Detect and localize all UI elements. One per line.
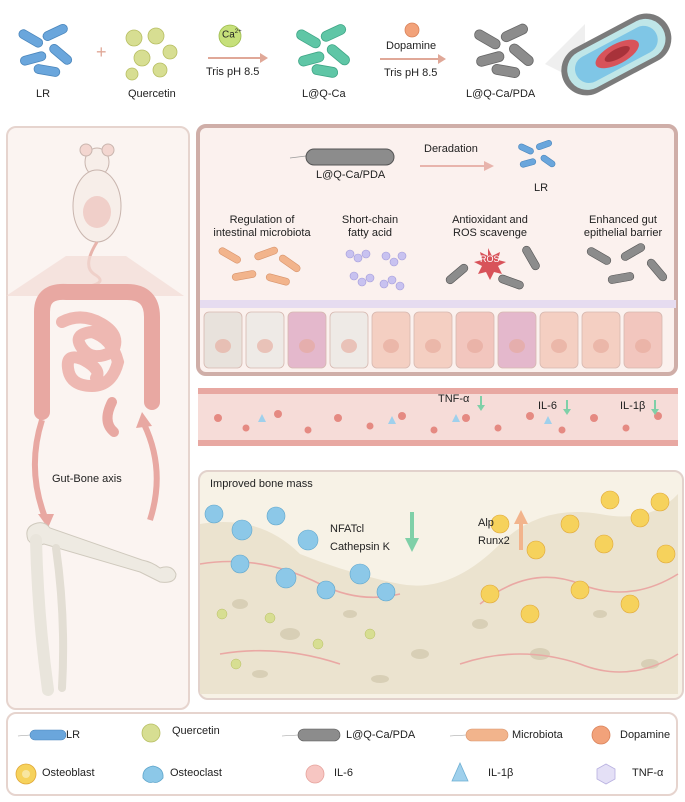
ros-badge: ROS (480, 254, 500, 264)
microbiota-icon (449, 728, 509, 742)
gut-bone-axis-label: Gut-Bone axis (52, 473, 122, 485)
legend-label-microbiota: Microbiota (512, 729, 563, 741)
step2-condition: Tris pH 8.5 (384, 67, 438, 79)
dopamine-label: Dopamine (386, 40, 437, 52)
femur-bone-icon (26, 522, 177, 696)
down-marker-arrow-icon (405, 512, 419, 552)
ros-scavenge-icon (445, 245, 540, 290)
microbiota-group-icon (218, 246, 301, 286)
il6-icon (305, 764, 325, 784)
legend-panel (6, 712, 678, 796)
step1-condition: Tris pH 8.5 (206, 66, 260, 78)
il1b-icon (451, 762, 469, 782)
dopamine-icon (591, 725, 611, 745)
degradation-label: Deradation (424, 143, 478, 155)
scfa-beads-icon (345, 249, 407, 291)
quercetin-label: Quercetin (128, 88, 176, 100)
step2-arrow-icon (380, 54, 446, 64)
osteoclast-icon (142, 765, 164, 783)
intestine-icon (34, 283, 160, 437)
legend-label-tnfa: TNF-α (632, 767, 664, 779)
lr-cluster-icon (18, 23, 73, 77)
degradation-product-label: LR (534, 182, 549, 194)
cytokine-down-arrows (477, 396, 659, 415)
ca-ion-label: Ca2+ (222, 29, 242, 41)
ros-burst-icon (474, 248, 506, 280)
legend-label-osteoclast: Osteoclast (170, 767, 222, 779)
legend-label-dopamine: Dopamine (620, 729, 671, 741)
trabecular-bone (199, 490, 679, 694)
bone-panel-title: Improved bone mass (210, 478, 313, 490)
cytokine-il6: IL-6 (538, 400, 557, 412)
cytokine-tnfa: TNF-α (438, 393, 470, 405)
degradation-source-label: L@Q-Ca/PDA (316, 169, 386, 181)
step1-arrow-icon (208, 53, 268, 63)
dopamine-drop-icon (404, 22, 420, 38)
osteoblast-icon (15, 763, 37, 785)
quercetin-cluster-icon (125, 27, 178, 81)
bacterium-zoom-icon (545, 13, 672, 96)
lqcapda-rod-icon (289, 148, 395, 166)
legend-label-osteoblast: Osteoblast (42, 767, 95, 779)
lqcapda-cluster-icon (474, 23, 534, 78)
legend-label-lr: LR (66, 729, 81, 741)
barrier-rods-icon (586, 243, 668, 284)
lr-label: LR (36, 88, 51, 100)
up-marker-arrow-icon (514, 510, 528, 550)
lqcapda-rod-legend-icon (281, 728, 341, 742)
legend-label-il6: IL-6 (334, 767, 353, 779)
lqca-cluster-icon (296, 24, 350, 78)
cytokine-il1b: IL-1β (620, 400, 646, 412)
quercetin-icon (141, 723, 161, 743)
lr-rod-icon (17, 729, 67, 741)
blood-vessel (198, 388, 678, 446)
gut-bone-axis-arrows (31, 412, 160, 528)
lqca-label: L@Q-Ca (302, 88, 346, 100)
legend-label-lqcapda: L@Q-Ca/PDA (346, 729, 416, 741)
lr-degraded-icon (518, 139, 556, 168)
legend-label-il1b: IL-1β (488, 767, 514, 779)
lqcapda-label: L@Q-Ca/PDA (466, 88, 536, 100)
legend-label-quercetin: Quercetin (172, 725, 220, 737)
epithelium-layer (200, 300, 676, 369)
degradation-arrow-icon (420, 161, 494, 171)
plus-sign: + (96, 42, 107, 62)
ca-ion-icon (218, 24, 242, 48)
tnfa-icon (596, 763, 616, 785)
